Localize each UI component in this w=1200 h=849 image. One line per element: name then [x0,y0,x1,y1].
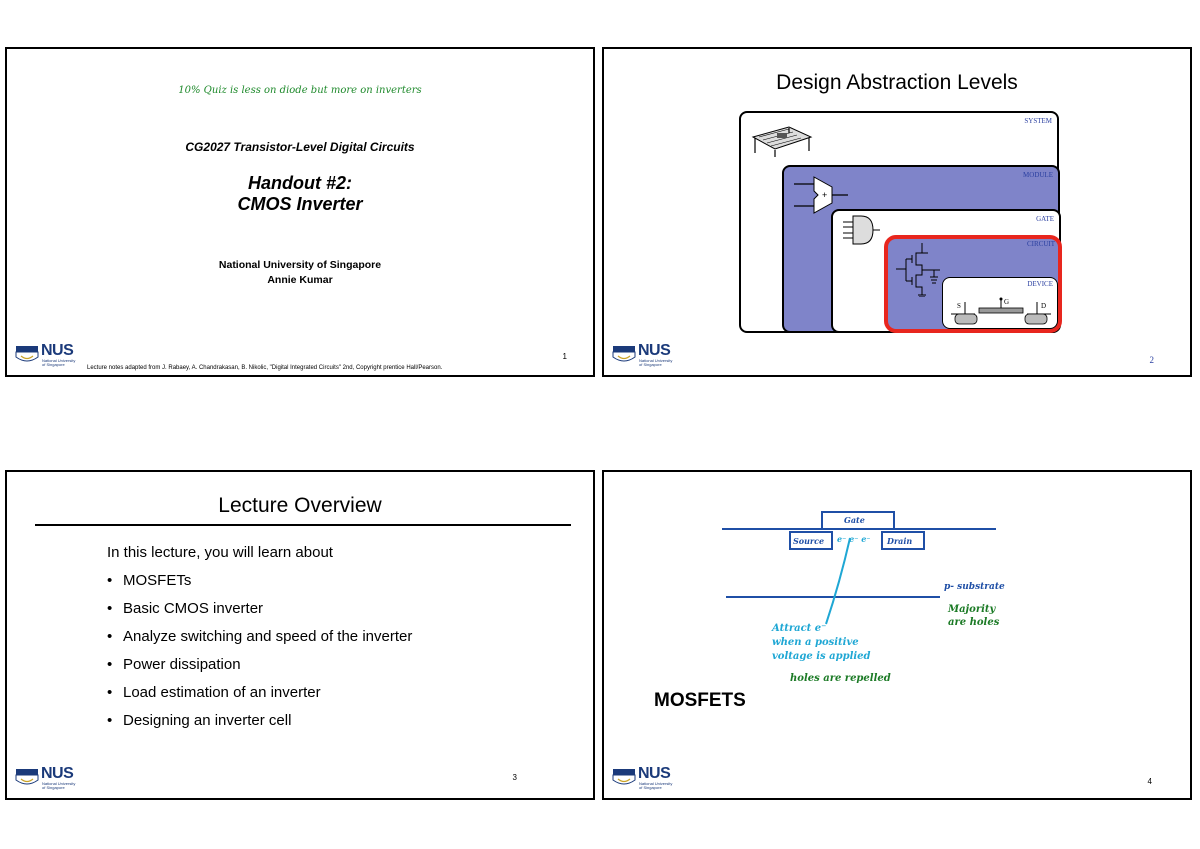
overview-list: MOSFETs Basic CMOS inverter Analyze swit… [107,571,412,739]
annotation-drain: Drain [887,536,913,546]
slide-title: Design Abstraction Levels [776,71,1018,94]
annotation-substrate: p- substrate [944,582,1005,592]
system-board-icon [751,126,813,157]
nus-wordmark: NUS [41,765,74,782]
mosfet-sketch [722,511,996,625]
level-box-device: DEVICE S G D [942,277,1058,329]
course-title: CG2027 Transistor-Level Digital Circuits [185,140,415,154]
handwritten-note: 10% Quiz is less on diode but more on in… [178,85,422,96]
and-gate-icon [843,215,880,245]
page-number: 1 [562,352,567,361]
mosfet-device-icon: S G D [951,297,1051,325]
slide-title: MOSFETS [654,690,746,711]
handout-title: Handout #2: CMOS Inverter [7,173,593,215]
list-item: Power dissipation [107,655,412,683]
nus-crest-icon [15,346,39,362]
list-item: Load estimation of an inverter [107,683,412,711]
slide-4-mosfets: Gate Source e⁻ e⁻ e⁻ Drain p- substrate … [602,470,1192,800]
level-label-system: SYSTEM [1024,117,1052,125]
nus-crest-icon [15,769,39,785]
level-label-gate: GATE [1036,215,1054,223]
level-label-module: MODULE [1023,171,1053,179]
slide-3-overview: Lecture Overview In this lecture, you wi… [5,470,595,800]
slide-title: Lecture Overview [218,494,382,517]
module-adder-icon: + [794,176,848,214]
list-item: Basic CMOS inverter [107,599,412,627]
annotation-source: Source [793,536,825,546]
level-label-device: DEVICE [1027,280,1053,288]
list-item: MOSFETs [107,571,412,599]
svg-text:D: D [1041,302,1046,310]
nus-crest-icon [612,346,636,362]
svg-text:G: G [1004,298,1009,306]
handout-title-line2: CMOS Inverter [237,194,363,214]
handout-title-line1: Handout #2: [247,173,352,193]
page-number: 4 [1147,777,1152,786]
list-item: Analyze switching and speed of the inver… [107,627,412,655]
overview-intro: In this lecture, you will learn about [107,544,333,561]
page-number: 2 [1149,355,1155,365]
author-name: Annie Kumar [267,274,333,286]
title-divider [35,524,571,526]
nus-wordmark: NUS [41,342,74,359]
list-item: Designing an inverter cell [107,711,412,739]
institution-block: National University of Singapore Annie K… [7,258,593,288]
nus-wordmark: NUS [638,342,671,359]
svg-text:+: + [822,190,827,200]
annotation-electrons: e⁻ e⁻ e⁻ [837,534,871,544]
annotation-gate: Gate [844,515,865,525]
slide-2-abstraction: Design Abstraction Levels SYSTEM MODULE … [602,47,1192,377]
annotation-holes: holes are repelled [790,673,891,684]
nus-crest-icon [612,769,636,785]
annotation-majority: Majority are holes [948,604,1000,628]
nus-wordmark: NUS [638,765,671,782]
annotation-attract: Attract e⁻ when a positive voltage is ap… [772,623,871,662]
slide-1-title: 10% Quiz is less on diode but more on in… [5,47,595,377]
circuit-transistor-icon [896,243,940,297]
footer-credit: Lecture notes adapted from J. Rabaey, A.… [87,365,443,371]
svg-text:S: S [957,302,961,310]
page-number: 3 [512,773,517,782]
university-name: National University of Singapore [218,259,382,271]
level-label-circuit: CIRCUIT [1027,240,1055,248]
